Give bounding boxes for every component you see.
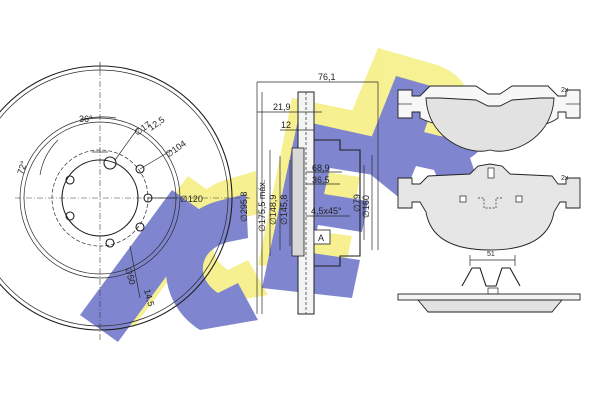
bolt-hole (135, 222, 145, 232)
bolt-hole (65, 175, 75, 185)
label-total-height: 76,1 (318, 72, 336, 82)
leader-50 (129, 245, 141, 299)
label-dia-295: ∅295,8 (239, 192, 249, 222)
pad-clip-outline (478, 197, 502, 209)
pad-side-profile (397, 293, 581, 313)
pad-backplate-bottom (397, 163, 581, 251)
leader-17 (114, 127, 139, 161)
label-angle-72: 72° (15, 159, 29, 175)
label-dia-145: ∅145,8 (279, 195, 289, 225)
label-chamfer: 4,5x45° (311, 206, 342, 216)
label-bolt-dia-50: ∅50 (123, 266, 137, 286)
pad-clip (461, 255, 521, 295)
label-bolt-depth: 14,5 (142, 288, 156, 308)
clip-width-label: 51 (487, 251, 495, 258)
label-pcd-104: ∅104 (163, 138, 187, 159)
label-section-marker: A (318, 233, 324, 243)
angle-36-arc (79, 116, 117, 121)
angle-72-arc (39, 139, 59, 176)
label-thickness: 12 (281, 120, 291, 130)
disc-cross-section (256, 81, 379, 315)
clip-tab (487, 287, 499, 295)
label-angle-36: 36° (79, 114, 93, 124)
leader-104 (139, 149, 173, 170)
pad-side-backplate (397, 293, 581, 301)
pad-qty-top: 2x (561, 87, 569, 94)
bolt-hole (103, 156, 117, 170)
pad-qty-bottom: 2x (561, 175, 569, 182)
friction-ring-inner (19, 117, 181, 279)
pad-sensor-slot (487, 167, 495, 179)
bolt-hole (135, 164, 145, 174)
centre-bore (61, 159, 139, 237)
label-12-5: 12,5 (146, 114, 166, 132)
bolt-hole (65, 211, 75, 221)
label-dia-175: ∅175,5 máx. (257, 180, 267, 232)
bolt-holes (65, 156, 153, 248)
label-centre-bore-120: ∅120 (180, 194, 203, 204)
pad-hole (515, 195, 523, 203)
label-68: 68,9 (312, 163, 330, 173)
label-36: 36,5 (312, 175, 330, 185)
label-dia-160: ∅160 (361, 195, 371, 218)
label-hat-height: 21,9 (273, 102, 291, 112)
disc-front-view (0, 62, 250, 340)
label-dia-148: ∅148,9 (268, 195, 278, 225)
pad-hole (459, 195, 467, 203)
bolt-hole (105, 238, 115, 248)
section-marker-box (313, 229, 331, 245)
pad-friction-top (425, 97, 555, 152)
clip-spring (461, 267, 521, 287)
hat-profile (314, 139, 361, 267)
brake-pad-top (397, 85, 581, 152)
pad-side-friction (417, 299, 563, 313)
label-dia-79: ∅79 (352, 194, 362, 212)
brake-pad-bottom (397, 163, 581, 251)
hub-flange (291, 147, 305, 257)
